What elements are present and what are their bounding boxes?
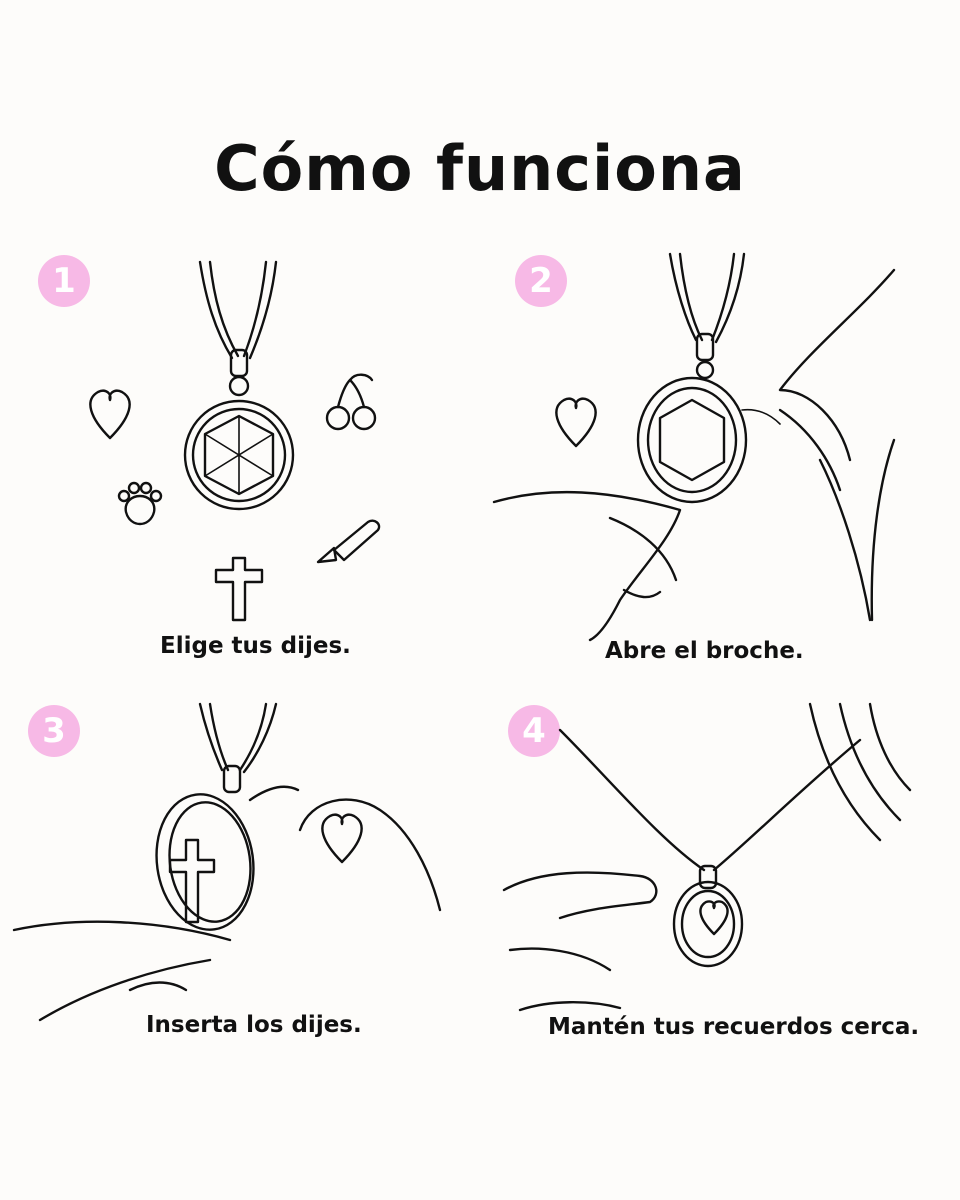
necklace-locket-icon bbox=[183, 260, 295, 511]
worn-necklace-icon bbox=[558, 728, 862, 968]
page-title: Cómo funciona bbox=[214, 132, 746, 205]
paw-charm-icon bbox=[117, 481, 163, 526]
step-caption: Abre el broche. bbox=[605, 638, 804, 664]
hand-icon bbox=[502, 871, 658, 1012]
step-4: 4 Mantén tus recuerdos cerca. bbox=[480, 690, 960, 1130]
step-number-badge: 2 bbox=[515, 255, 567, 307]
hand-icon bbox=[12, 798, 442, 1022]
heart-charm-icon bbox=[699, 900, 729, 936]
step-number-badge: 4 bbox=[508, 705, 560, 757]
cross-charm-icon bbox=[214, 556, 264, 622]
cross-charm-icon bbox=[168, 838, 216, 924]
step-number-badge: 3 bbox=[28, 705, 80, 757]
step-4-illustration bbox=[502, 702, 912, 1012]
necklace-locket-icon bbox=[636, 252, 781, 504]
step-number-badge: 1 bbox=[38, 255, 90, 307]
bottle-charm-icon bbox=[316, 519, 381, 564]
step-caption: Mantén tus recuerdos cerca. bbox=[548, 1014, 920, 1040]
step-caption: Elige tus dijes. bbox=[160, 633, 351, 659]
heart-charm-icon bbox=[89, 389, 131, 440]
step-caption: Inserta los dijes. bbox=[146, 1012, 362, 1038]
step-3: 3 Inserta los dijes. bbox=[0, 690, 480, 1130]
cherry-charm-icon bbox=[325, 373, 377, 431]
step-1-illustration bbox=[89, 260, 381, 622]
step-1: 1 bbox=[0, 240, 480, 680]
open-locket-icon bbox=[155, 702, 300, 931]
step-2: 2 Abre el broche. bbox=[480, 240, 960, 680]
hand-icon bbox=[492, 268, 896, 642]
step-3-illustration bbox=[12, 702, 442, 1022]
heart-charm-icon bbox=[555, 397, 597, 448]
step-2-illustration bbox=[492, 252, 896, 642]
heart-charm-icon bbox=[321, 813, 363, 864]
hair-icon bbox=[808, 702, 912, 842]
